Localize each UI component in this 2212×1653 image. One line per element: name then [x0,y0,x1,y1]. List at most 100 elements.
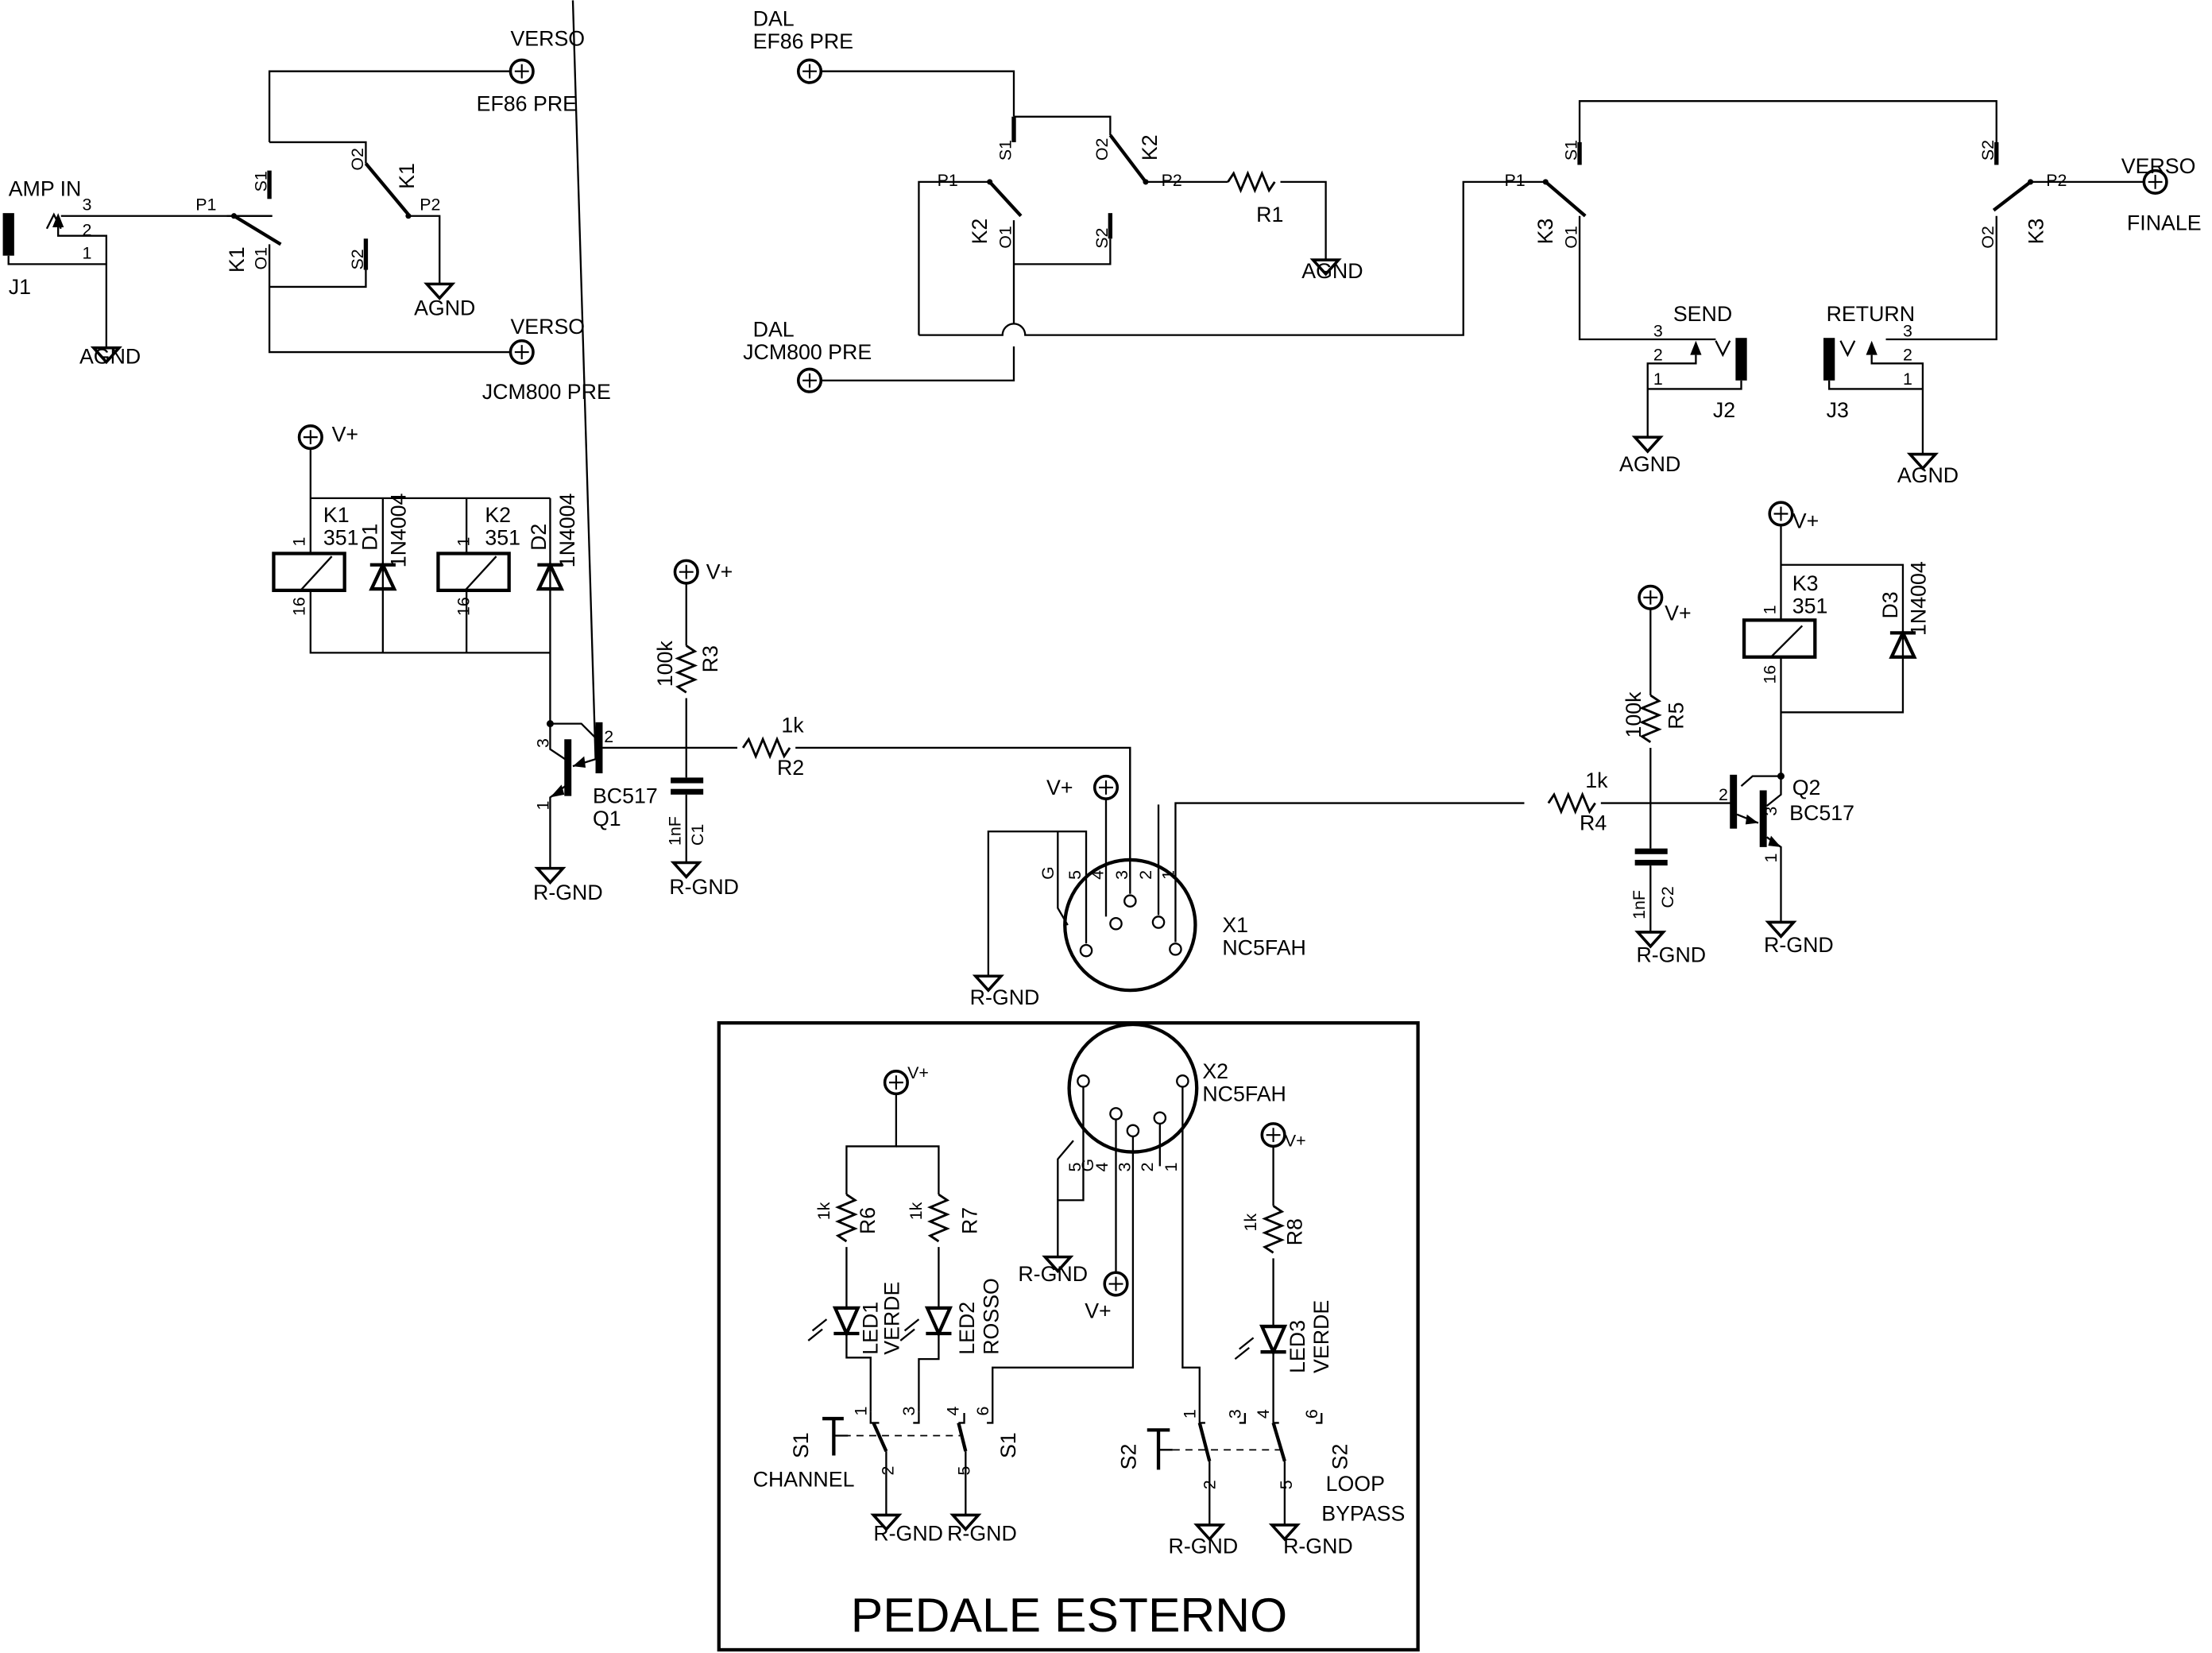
pin-1: 1 [290,537,309,547]
x2-ref: X2 [1202,1059,1228,1083]
d2-ref: D2 [527,524,551,551]
jack-body [1823,338,1835,381]
k2-s2: S2 [1092,228,1112,249]
led1-ref: LED1 [859,1302,883,1355]
pin-2: 2 [83,221,92,240]
d2-value: 1N4004 [555,493,579,567]
r4-ref: R4 [1580,811,1607,834]
k2-ref: K2 [485,503,511,527]
q1-ref: Q1 [593,807,621,830]
agnd-label: AGND [1301,259,1363,283]
r8-ref: R8 [1282,1218,1306,1245]
k3-driver: 1k R4 V+ 100k R5 1nF C2 R-GND V+ K3 351 … [1547,501,1931,966]
k3-contacts: P1 P2 S1 S2 O1 O2 K3 K3 VERSO FINALE [1504,100,2202,341]
pin-3: 3 [1903,321,1912,340]
rgnd-label: R-GND [947,1522,1017,1546]
pin-3: 3 [1761,807,1781,816]
pin-1: 1 [1159,870,1178,880]
c2-ref: C2 [1658,886,1677,908]
k2-o1: O1 [996,226,1015,249]
pin-1: 1 [534,801,553,811]
s2-ref: S2 [1116,1444,1140,1470]
r1-ref: R1 [1256,203,1283,226]
s1-ref: S1 [789,1432,813,1458]
pedal-frame [717,1021,1420,1652]
d3-value: 1N4004 [1907,561,1931,636]
pin-2: 2 [604,727,613,746]
pin-3: 3 [1112,870,1131,880]
agnd-label: AGND [1897,463,1959,487]
j2-send-jack: SEND 3 2 1 J2 AGND [1619,302,1747,476]
pin-1: 1 [1761,854,1781,863]
pin-4: 4 [943,1407,962,1416]
r2-ref: R2 [777,756,804,780]
pin-2: 2 [1653,346,1663,365]
rgnd-label: R-GND [970,985,1040,1009]
rgnd-label: R-GND [533,881,603,904]
vplus-label: V+ [1665,601,1691,625]
pin-2: 2 [1200,1480,1219,1489]
k2-p2: P2 [1162,171,1182,190]
s2-loop-bypass-switch: S2 S2 LOOP BYPASS R-GND R-GND 1 3 4 6 2 … [1116,1409,1405,1558]
pin-1: 1 [851,1407,870,1416]
pin-16: 16 [290,597,309,616]
r2-value: 1k [781,713,804,737]
r7-ref: R7 [958,1207,982,1234]
r6-ref: R6 [856,1207,880,1234]
return-label: RETURN [1827,302,1915,326]
pin-2: 2 [878,1466,897,1476]
d1-ref: D1 [358,524,382,551]
r6-value: 1k [814,1202,833,1220]
channel-label: CHANNEL [753,1468,855,1492]
pin-3: 3 [83,195,92,215]
loop-label: LOOP [1326,1472,1385,1496]
rgnd-label: R-GND [1636,943,1706,966]
led2-value: ROSSO [979,1278,1003,1355]
pin-5: 5 [1065,870,1085,880]
pin-6: 6 [1302,1409,1321,1419]
x1-value: NC5FAH [1222,936,1306,960]
led3-symbol [1259,1324,1288,1357]
vplus-label: V+ [1085,1299,1111,1322]
q2-value: BC517 [1789,801,1854,825]
k1-o2: O2 [348,148,367,171]
j2-ref: J2 [1713,398,1735,422]
led1-symbol [832,1306,860,1338]
x1-ref: X1 [1222,913,1248,937]
k2-ref-a: K2 [968,219,992,245]
k1-k2-driver: V+ K1 351 K2 351 D1 1N4004 D2 1N4004 1 1… [272,422,579,724]
ef86-pre-label: EF86 PRE [477,92,577,116]
pedal-title: PEDALE ESTERNO [851,1588,1287,1642]
pin-16: 16 [454,597,474,616]
jack-switch-arrow [52,213,64,227]
k1-s2: S2 [348,249,367,269]
d1-value: 1N4004 [386,493,410,567]
q1-darlington: 3 2 1 BC517 Q1 R-GND [533,0,737,904]
k1-o1: O1 [252,247,271,270]
ef86-pre-label: EF86 PRE [753,29,853,53]
verso-label: VERSO [510,315,585,339]
r7-value: 1k [907,1202,926,1220]
pin-3: 3 [1226,1409,1245,1419]
k3-p1: P1 [1504,171,1525,190]
vplus-label: V+ [907,1063,929,1082]
pin-1: 1 [1180,1409,1199,1419]
k2-coil [436,552,511,593]
pedal-box: PEDALE ESTERNO X2 NC5FAH R-GND V+ G 5 4 … [717,1021,1420,1652]
pin-3: 3 [1653,321,1663,340]
k3-value: 351 [1792,594,1828,617]
pin-g: G [1038,866,1058,880]
vplus-label: V+ [332,422,358,446]
jack-body [1735,338,1747,381]
c2-value: 1nF [1630,890,1649,919]
vplus-label: V+ [1046,776,1073,799]
jcm800-pre-label: JCM800 PRE [482,380,611,404]
vplus-label: V+ [706,560,733,584]
x2-value: NC5FAH [1202,1082,1286,1105]
pin-g: G [1078,1159,1097,1172]
rgnd-label: R-GND [873,1522,943,1546]
x1-connector: V+ R-GND G 5 4 3 2 1 X1 NC5FAH [970,747,1525,1009]
j3-return-jack: RETURN 3 2 1 J3 AGND [1823,302,1959,487]
agnd-label: AGND [1619,452,1680,476]
vplus-label: V+ [1285,1131,1306,1150]
